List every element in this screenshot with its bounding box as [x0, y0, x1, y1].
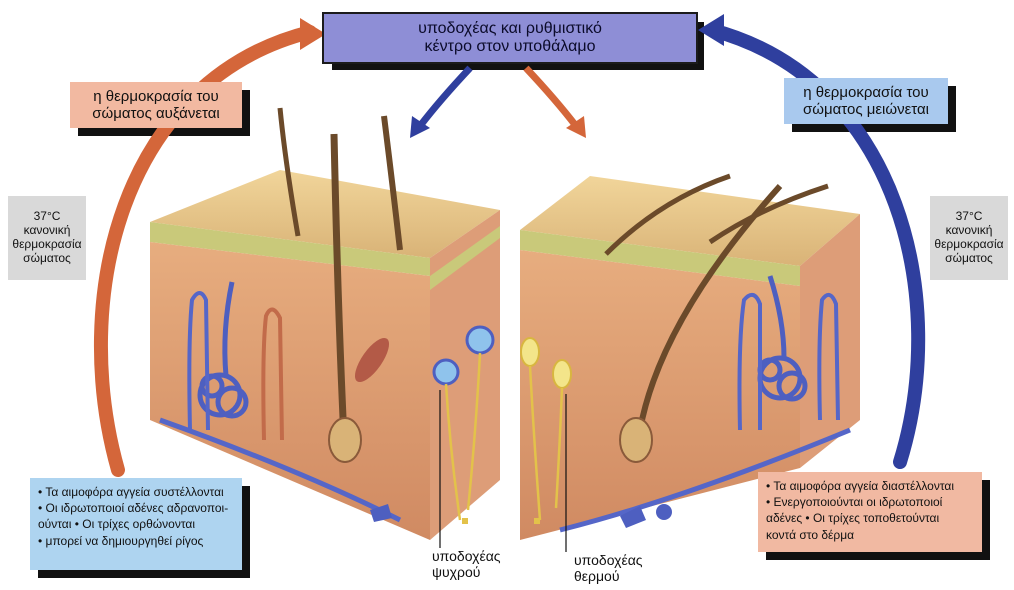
heat-response-effects: • Τα αιμοφόρα αγγεία διαστέλλονται • Ενε… — [758, 472, 982, 552]
normal-temp-text: κανονική — [24, 224, 71, 238]
warm-receptor-label-line2: θερμού — [574, 568, 643, 584]
effect-line: • μπορεί να δημιουργηθεί ρίγος — [38, 533, 234, 549]
cool-arrowhead-icon — [698, 14, 724, 46]
cold-response-effects: • Τα αιμοφόρα αγγεία συστέλλονται • Οι ι… — [30, 478, 242, 570]
cold-receptor-label-line2: ψυχρού — [432, 564, 501, 580]
normal-temp-text: σώματος — [945, 252, 993, 266]
normal-temp-value: 37°C — [956, 210, 983, 224]
normal-temp-text: κανονική — [946, 224, 993, 238]
right-title-line1: η θερμοκρασία του — [784, 84, 948, 101]
cold-receptor-label: υποδοχέας ψυχρού — [432, 548, 501, 580]
center-label-line1: υποδοχέας και ρυθμιστικό — [324, 20, 696, 38]
temperature-falls-box: η θερμοκρασία του σώματος μειώνεται — [784, 78, 948, 124]
normal-temp-value: 37°C — [34, 210, 61, 224]
normal-temp-text: σώματος — [23, 252, 71, 266]
normal-temp-text: θερμοκρασία — [12, 238, 81, 252]
effect-line: αδένες • Οι τρίχες τοποθετούνται — [766, 510, 974, 526]
normal-temp-badge-left: 37°C κανονική θερμοκρασία σώματος — [8, 196, 86, 280]
signal-to-left-arrow — [420, 68, 470, 126]
normal-temp-badge-right: 37°C κανονική θερμοκρασία σώματος — [930, 196, 1008, 280]
effect-line: • Τα αιμοφόρα αγγεία συστέλλονται — [38, 484, 234, 500]
temperature-rises-box: η θερμοκρασία του σώματος αυξάνεται — [70, 82, 242, 128]
effect-line: • Τα αιμοφόρα αγγεία διαστέλλονται — [766, 478, 974, 494]
left-title-line1: η θερμοκρασία του — [70, 88, 242, 105]
signal-to-right-arrow — [526, 68, 576, 126]
center-label-line2: κέντρο στον υποθάλαμο — [324, 38, 696, 56]
effect-line: • Οι ιδρωτοποιοί αδένες αδρανοποι- — [38, 500, 234, 516]
cold-receptor-label-line1: υποδοχέας — [432, 548, 501, 564]
warm-receptor-label: υποδοχέας θερμού — [574, 552, 643, 584]
effect-line: ούνται • Οι τρίχες ορθώνονται — [38, 516, 234, 532]
effect-line: κοντά στο δέρμα — [766, 527, 974, 543]
normal-temp-text: θερμοκρασία — [934, 238, 1003, 252]
effect-line: • Ενεργοποιούνται οι ιδρωτοποιοί — [766, 494, 974, 510]
hypothalamus-control-center: υποδοχέας και ρυθμιστικό κέντρο στον υπο… — [322, 12, 698, 64]
warm-receptor-label-line1: υποδοχέας — [574, 552, 643, 568]
right-title-line2: σώματος μειώνεται — [784, 101, 948, 118]
left-title-line2: σώματος αυξάνεται — [70, 105, 242, 122]
